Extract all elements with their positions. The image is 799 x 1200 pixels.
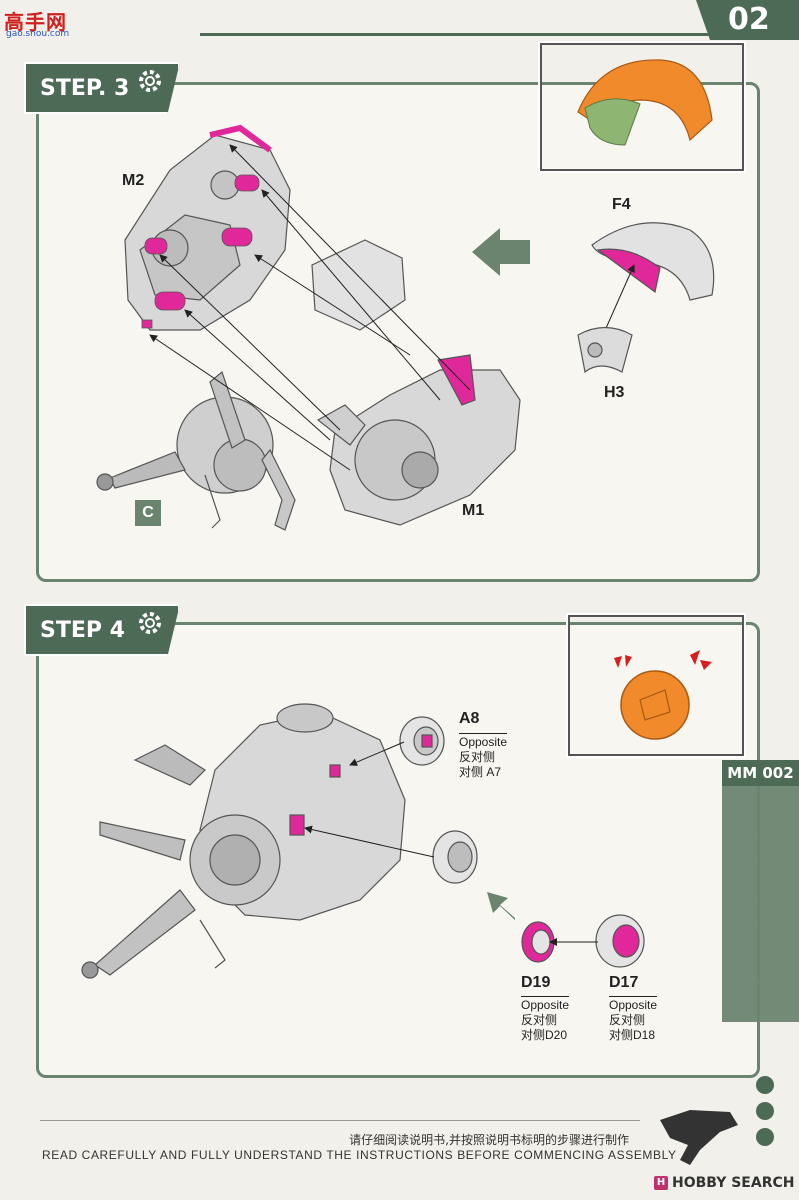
watermark-logo: 高手网 gao.shou.com (4, 6, 74, 40)
ring-part-drawing (432, 830, 478, 884)
m1-part-drawing (316, 354, 521, 526)
page-number: 02 (696, 0, 799, 40)
a8-note: Opposite 反对侧 对侧 A7 (459, 733, 508, 780)
d17-note: Opposite 反对侧 对侧D18 (609, 996, 658, 1043)
part-label-a8: A8 (459, 710, 480, 727)
m2-pink-pins (141, 174, 260, 329)
a8-note-line3: 对侧 A7 (459, 765, 502, 779)
page-dot (756, 1076, 774, 1094)
d17-note-line3: 对侧D18 (609, 1028, 656, 1042)
footer-text-cn: 请仔细阅读说明书,并按照说明书标明的步骤进行制作 (349, 1133, 629, 1147)
part-label-d17: D17 (609, 974, 639, 991)
d19-part-drawing (521, 921, 555, 963)
d17-note-line2: 反对侧 (609, 1013, 646, 1027)
watermark-sub: gao.shou.com (6, 29, 70, 39)
side-tab-label: MM 002 (722, 760, 799, 786)
f4-part-drawing (591, 222, 715, 301)
side-tab: MM 002 (722, 760, 799, 1022)
c-leg-drawing (96, 370, 296, 531)
direction-arrow-icon (472, 228, 530, 276)
footer-rule (40, 1120, 640, 1121)
hobby-search-logo: H HOBBY SEARCH (654, 1172, 799, 1194)
step3-reference-box (540, 43, 744, 171)
step4-title-text: STEP 4 (40, 617, 125, 643)
part-label-f4: F4 (612, 196, 631, 213)
a8-part-drawing (399, 716, 445, 766)
d17-part-drawing (595, 914, 645, 968)
d19-note-line1: Opposite (521, 996, 570, 1012)
gear-icon (139, 70, 161, 92)
step3-title-text: STEP. 3 (40, 75, 130, 101)
page-dots (756, 1076, 778, 1154)
page-dot (756, 1128, 774, 1146)
h3-part-drawing (577, 326, 633, 374)
footer-text-en: READ CAREFULLY AND FULLY UNDERSTAND THE … (42, 1148, 677, 1162)
m2-part-drawing (124, 124, 291, 331)
d19-note-line3: 对侧D20 (521, 1028, 568, 1042)
direction-arrow-icon-step4 (487, 892, 515, 920)
step4-reference-box (568, 615, 744, 756)
plate-part-drawing (311, 239, 406, 331)
part-label-h3: H3 (604, 384, 625, 401)
page-dot (756, 1102, 774, 1120)
assembled-body-drawing (81, 703, 406, 979)
step4-guide-arrows (304, 741, 598, 946)
a8-note-line2: 反对侧 (459, 750, 496, 764)
hobby-search-badge: H (654, 1176, 668, 1190)
d19-note-line2: 反对侧 (521, 1013, 558, 1027)
hobby-search-text: HOBBY SEARCH (672, 1175, 795, 1191)
part-label-m1: M1 (462, 502, 485, 519)
part-label-m2: M2 (122, 172, 145, 189)
gear-icon-step4 (139, 612, 161, 634)
hobby-search-mascot-icon (660, 1110, 738, 1165)
top-rule (200, 33, 710, 36)
step4-reference-drawing (614, 650, 712, 740)
d17-note-line1: Opposite (609, 996, 658, 1012)
watermark-main: 高手网 (4, 10, 67, 34)
part-label-d19: D19 (521, 974, 551, 991)
a8-note-line1: Opposite (459, 733, 508, 749)
step3-reference-drawing (577, 59, 713, 146)
part-label-c: C (135, 500, 161, 526)
d19-note: Opposite 反对侧 对侧D20 (521, 996, 570, 1043)
step3-guide-arrows (149, 144, 471, 471)
